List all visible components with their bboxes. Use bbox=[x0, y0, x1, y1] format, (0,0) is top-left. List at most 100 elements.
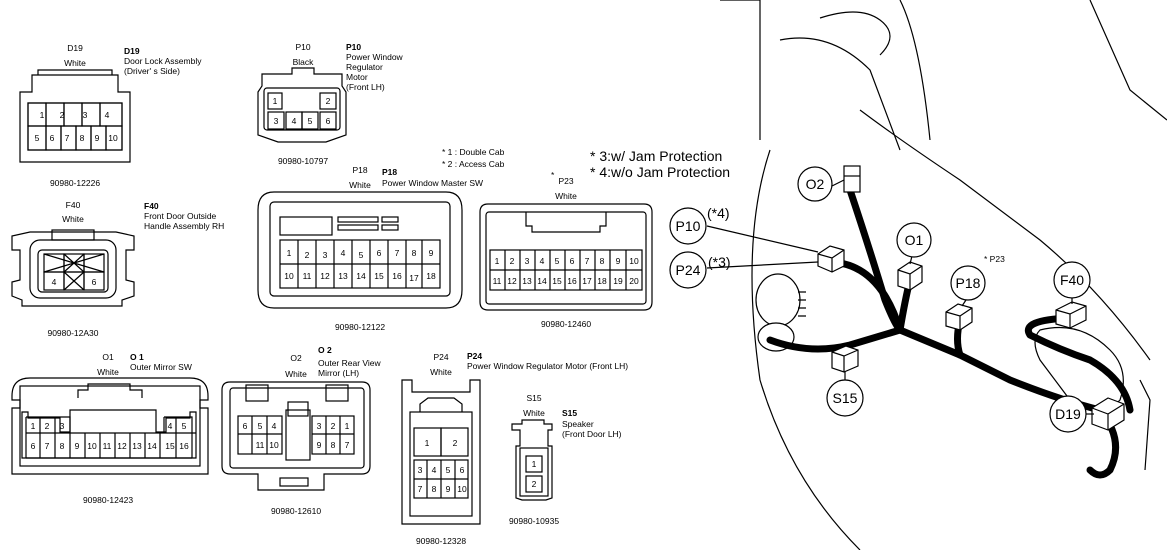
d19-label-code: D19 bbox=[124, 46, 140, 56]
o1-pin-cells bbox=[25, 416, 196, 459]
bubble-s15: S15 bbox=[826, 379, 864, 417]
f40-name-line: Front Door Outside bbox=[144, 211, 217, 221]
o1-label-code: O 1 bbox=[130, 352, 144, 362]
o2-pin-cells bbox=[237, 409, 355, 461]
bubble-f40: F40 bbox=[1053, 261, 1091, 299]
o2-pin: 5 bbox=[258, 421, 263, 431]
connector-f40: F40 White F40 Front Door Outside Handle … bbox=[11, 200, 224, 338]
p10-part: 90980-10797 bbox=[278, 156, 328, 166]
p18-key bbox=[337, 224, 379, 231]
d19-pin: 1 bbox=[40, 110, 45, 120]
p23-pin: 17 bbox=[582, 276, 592, 286]
s15-label-code: S15 bbox=[562, 408, 577, 418]
d19-lock bbox=[37, 69, 113, 75]
p10-label-code: P10 bbox=[346, 42, 361, 52]
o1-pin: 4 bbox=[168, 421, 173, 431]
f40-pin-cells bbox=[43, 253, 105, 291]
f40-label-code: F40 bbox=[144, 201, 159, 211]
o1-pin: 7 bbox=[45, 441, 50, 451]
o2-code: O2 bbox=[290, 353, 302, 363]
p23-pin: 19 bbox=[613, 276, 623, 286]
p23-pin: 9 bbox=[616, 256, 621, 266]
o1-pin: 9 bbox=[75, 441, 80, 451]
p23-pin: 15 bbox=[552, 276, 562, 286]
o1-pin: 13 bbox=[132, 441, 142, 451]
p18-pin: 13 bbox=[338, 271, 348, 281]
door-handle-recess bbox=[1034, 326, 1124, 411]
loc-connector-o1 bbox=[897, 261, 923, 291]
p23-pin: 3 bbox=[525, 256, 530, 266]
p18-part: 90980-12122 bbox=[335, 322, 385, 332]
p24-part: 90980-12328 bbox=[416, 536, 466, 546]
f40-color: White bbox=[62, 214, 84, 224]
p18-note: * 1 : Double Cab bbox=[442, 147, 505, 157]
d19-name: Door Lock Assembly bbox=[124, 56, 202, 66]
p10-housing bbox=[257, 67, 347, 143]
p18-note: * 2 : Access Cab bbox=[442, 159, 505, 169]
d19-pin: 2 bbox=[60, 110, 65, 120]
p23-code: P23 bbox=[558, 176, 573, 186]
p24-pin: 7 bbox=[418, 484, 423, 494]
p23-pin: 8 bbox=[600, 256, 605, 266]
bubble-d19: D19 bbox=[1049, 395, 1087, 433]
p24-pin: 5 bbox=[446, 465, 451, 475]
p24-pin: 2 bbox=[453, 438, 458, 448]
o2-part: 90980-12610 bbox=[271, 506, 321, 516]
p24-housing bbox=[401, 379, 481, 525]
speaker-outline bbox=[755, 273, 801, 327]
p24-pin: 10 bbox=[457, 484, 467, 494]
bubble-o2: O2 bbox=[797, 166, 833, 202]
f40-housing bbox=[11, 231, 135, 307]
o2-name-line: Mirror (LH) bbox=[318, 368, 359, 378]
door-outline bbox=[899, 0, 931, 141]
d19-pin: 7 bbox=[65, 133, 70, 143]
o1-part: 90980-12423 bbox=[83, 495, 133, 505]
p18-pin: 2 bbox=[305, 250, 310, 260]
s15-pin: 2 bbox=[532, 479, 537, 489]
o1-face bbox=[19, 385, 201, 467]
f40-pin: 6 bbox=[92, 277, 97, 287]
p23-pin: 11 bbox=[493, 276, 502, 286]
p18-name: Power Window Master SW bbox=[382, 178, 483, 188]
o1-pin: 10 bbox=[87, 441, 97, 451]
o1-pin: 11 bbox=[103, 441, 112, 451]
p18-pin: 6 bbox=[377, 248, 382, 258]
o2-housing bbox=[221, 381, 371, 491]
loc-connector-p18 bbox=[945, 303, 973, 331]
p23-pin: 4 bbox=[540, 256, 545, 266]
p24-pin: 1 bbox=[425, 438, 430, 448]
p23-star: * bbox=[551, 170, 555, 180]
s15-color: White bbox=[523, 408, 545, 418]
d19-pin: 9 bbox=[95, 133, 100, 143]
o2-pin: 10 bbox=[269, 440, 279, 450]
d19-pin: 5 bbox=[35, 133, 40, 143]
o2-color: White bbox=[285, 369, 307, 379]
speaker-grille bbox=[798, 291, 806, 317]
p18-pin: 14 bbox=[356, 271, 366, 281]
o2-key bbox=[287, 401, 309, 417]
loc-connector-d19 bbox=[1091, 397, 1125, 431]
o1-pin: 5 bbox=[182, 421, 187, 431]
bubble-label: F40 bbox=[1060, 272, 1084, 288]
door-outline bbox=[779, 37, 901, 151]
o2-pin: 7 bbox=[345, 440, 350, 450]
bubble-label: S15 bbox=[833, 390, 858, 406]
d19-pin-cells bbox=[27, 102, 123, 151]
o1-pin: 8 bbox=[60, 441, 65, 451]
p23-pin: 1 bbox=[495, 256, 500, 266]
door-harness-drawing: O2 P10 (*4) P24 (*3) O1 * P23 P18 F40 S1… bbox=[669, 0, 1167, 550]
f40-pin: 4 bbox=[52, 277, 57, 287]
p10-pin: 1 bbox=[273, 96, 278, 106]
p24-pin: 8 bbox=[432, 484, 437, 494]
p18-pin: 17 bbox=[409, 273, 419, 283]
p18-face bbox=[269, 201, 451, 297]
bubble-label: P10 bbox=[676, 218, 701, 234]
o2-key bbox=[279, 477, 309, 487]
door-outline bbox=[1139, 379, 1151, 471]
o2-pin: 8 bbox=[331, 440, 336, 450]
connector-s15: S15 White S15 Speaker (Front Door LH) 1 … bbox=[509, 393, 622, 526]
p18-color: White bbox=[349, 180, 371, 190]
bubble-o1: O1 bbox=[896, 222, 932, 258]
p18-pin: 9 bbox=[429, 248, 434, 258]
p23-housing bbox=[479, 203, 653, 311]
